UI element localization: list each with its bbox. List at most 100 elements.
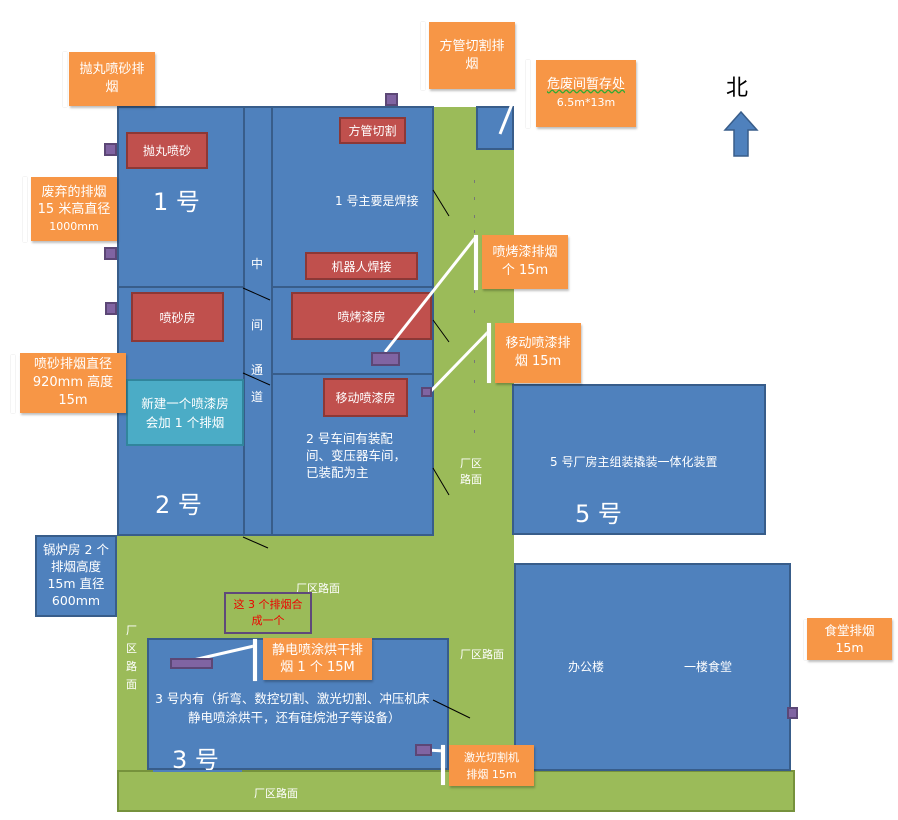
callout-sand-blast-exhaust: 喷砂排烟直径 920mm 高度 15m bbox=[20, 353, 126, 413]
boiler-line: 600mm bbox=[51, 593, 101, 608]
callout-bar bbox=[253, 639, 257, 681]
building-3-note-line2: 静电喷涂烘干，还有硅烷池子等设备） bbox=[188, 710, 401, 725]
connector-line bbox=[432, 319, 450, 343]
merge-note-line: 成一个 bbox=[251, 614, 285, 627]
canteen-label: 一楼食堂 bbox=[684, 660, 733, 674]
callout-bar bbox=[23, 177, 27, 242]
connector-line bbox=[432, 467, 450, 496]
corridor-char: 通 bbox=[251, 363, 264, 377]
room-shot-blasting: 抛丸喷砂 bbox=[126, 132, 208, 169]
callout-line: 6.5m*13m bbox=[556, 95, 616, 109]
building-1-label: 1 号 bbox=[153, 188, 200, 216]
office-label: 办公楼 bbox=[568, 660, 605, 674]
callout-line: 激光切割机 bbox=[464, 750, 519, 764]
corridor-char: 中 bbox=[251, 257, 264, 271]
building-5 bbox=[512, 384, 766, 535]
exhaust-stack-electrostatic bbox=[170, 658, 213, 669]
exhaust-stack-shot-blast bbox=[104, 143, 117, 156]
building-1-note: 1 号主要是焊接 bbox=[335, 194, 419, 208]
leader-line bbox=[498, 63, 530, 135]
road-label-line: 厂区 bbox=[460, 457, 482, 470]
room-paint-bake: 喷烤漆房 bbox=[291, 292, 432, 340]
callout-line: 喷烤漆排烟 bbox=[492, 245, 558, 260]
boiler-line: 排烟高度 bbox=[50, 559, 101, 574]
callout-line: 废弃的排烟 bbox=[41, 184, 107, 200]
callout-line: 烟 bbox=[465, 56, 479, 72]
north-label: 北 bbox=[726, 76, 749, 101]
connector-line bbox=[242, 287, 271, 301]
exhaust-stack-tube-cut bbox=[385, 93, 398, 106]
leader-line bbox=[426, 328, 492, 396]
callout-line: 静电喷涂烘干排 bbox=[271, 643, 363, 658]
road-label-south: 厂区路面 bbox=[254, 787, 298, 800]
callout-bar bbox=[474, 235, 478, 290]
room-sand-blasting: 喷砂房 bbox=[131, 292, 224, 342]
callout-bar bbox=[804, 620, 807, 660]
leader-line bbox=[393, 27, 425, 98]
callout-bar bbox=[421, 22, 425, 90]
north-arrow-icon bbox=[723, 110, 759, 157]
road-char: 面 bbox=[126, 678, 137, 691]
corridor-char: 道 bbox=[251, 390, 264, 404]
room-tube-cutting: 方管切割 bbox=[339, 117, 406, 144]
callout-bar bbox=[441, 745, 445, 785]
road-label-east: 厂区 路面 bbox=[460, 455, 482, 487]
callout-line: 移动喷漆排 bbox=[505, 336, 571, 351]
leader-line bbox=[792, 621, 807, 711]
callout-line: 15 米高直径 bbox=[37, 201, 111, 217]
building-5-note: 5 号厂房主组装撬装一体化装置 bbox=[550, 455, 718, 469]
callout-line: 15m bbox=[58, 393, 88, 408]
road-char: 厂 bbox=[126, 624, 137, 637]
connector-line bbox=[242, 536, 269, 549]
merge-note-box: 这 3 个排烟合 成一个 bbox=[224, 592, 312, 634]
callout-line: 方管切割排 bbox=[439, 38, 505, 54]
road-label-line: 路面 bbox=[460, 473, 482, 486]
callout-line: 15m bbox=[835, 640, 864, 655]
building-3-label: 3 号 bbox=[172, 746, 219, 774]
boiler-room: 锅炉房 2 个 排烟高度 15m 直径 600mm bbox=[35, 535, 117, 617]
building-3-note-line1: 3 号内有（折弯、数控切割、激光切割、冲压机床 bbox=[155, 691, 430, 706]
exhaust-stack-sand-blast bbox=[105, 302, 117, 315]
callout-hazardous-waste: 危废间暂存处 6.5m*13m bbox=[536, 60, 636, 127]
building-5-label: 5 号 bbox=[575, 500, 622, 528]
connector-line bbox=[432, 699, 471, 719]
callout-electrostatic-exhaust: 静电喷涂烘干排 烟 1 个 15M bbox=[263, 638, 372, 680]
callout-bar bbox=[63, 52, 67, 107]
merge-note-line: 这 3 个排烟合 bbox=[233, 598, 303, 611]
room-new-paint-booth: 新建一个喷漆房会加 1 个排烟 bbox=[126, 379, 244, 446]
room-mobile-paint: 移动喷漆房 bbox=[323, 378, 408, 417]
callout-line: 烟 15m bbox=[514, 354, 562, 369]
exhaust-stack-paint-bake bbox=[371, 352, 400, 366]
callout-line: 烟 bbox=[105, 80, 119, 95]
callout-tube-cut-exhaust: 方管切割排 烟 bbox=[429, 22, 515, 89]
building-3-underline bbox=[153, 770, 242, 772]
callout-line: 危废间暂存处 bbox=[546, 76, 625, 92]
callout-bar bbox=[526, 60, 530, 128]
office-building bbox=[514, 563, 791, 771]
room-robot-welding: 机器人焊接 bbox=[305, 252, 418, 280]
road-label-west: 厂 区 路 面 bbox=[126, 622, 137, 694]
exhaust-stack-abandoned bbox=[104, 247, 117, 260]
road-dots bbox=[474, 180, 475, 433]
callout-mobile-paint-exhaust: 移动喷漆排 烟 15m bbox=[495, 323, 581, 383]
exhaust-stack-laser bbox=[415, 744, 432, 756]
callout-line: 喷砂排烟直径 bbox=[33, 357, 112, 372]
callout-line: 食堂排烟 bbox=[824, 623, 875, 638]
boiler-line: 15m 直径 bbox=[47, 576, 105, 591]
leader-line bbox=[383, 237, 477, 353]
callout-line: 排烟 15m bbox=[466, 767, 517, 781]
building-2-label: 2 号 bbox=[155, 491, 202, 519]
hazardous-waste-storage bbox=[476, 106, 514, 150]
boiler-line: 锅炉房 2 个 bbox=[43, 542, 109, 557]
corridor-label: 中 间 通 道 bbox=[251, 255, 263, 405]
callout-laser-exhaust: 激光切割机 排烟 15m bbox=[449, 745, 534, 786]
exhaust-stack-mobile-paint bbox=[421, 387, 432, 397]
road-label-central: 厂区路面 bbox=[296, 582, 340, 595]
callout-shot-blast-exhaust: 抛丸喷砂排 烟 bbox=[69, 52, 155, 106]
callout-line: 1000mm bbox=[49, 219, 99, 233]
road-char: 区 bbox=[126, 642, 137, 655]
callout-canteen-exhaust: 食堂排烟 15m bbox=[807, 618, 892, 660]
connector-line bbox=[432, 189, 450, 217]
